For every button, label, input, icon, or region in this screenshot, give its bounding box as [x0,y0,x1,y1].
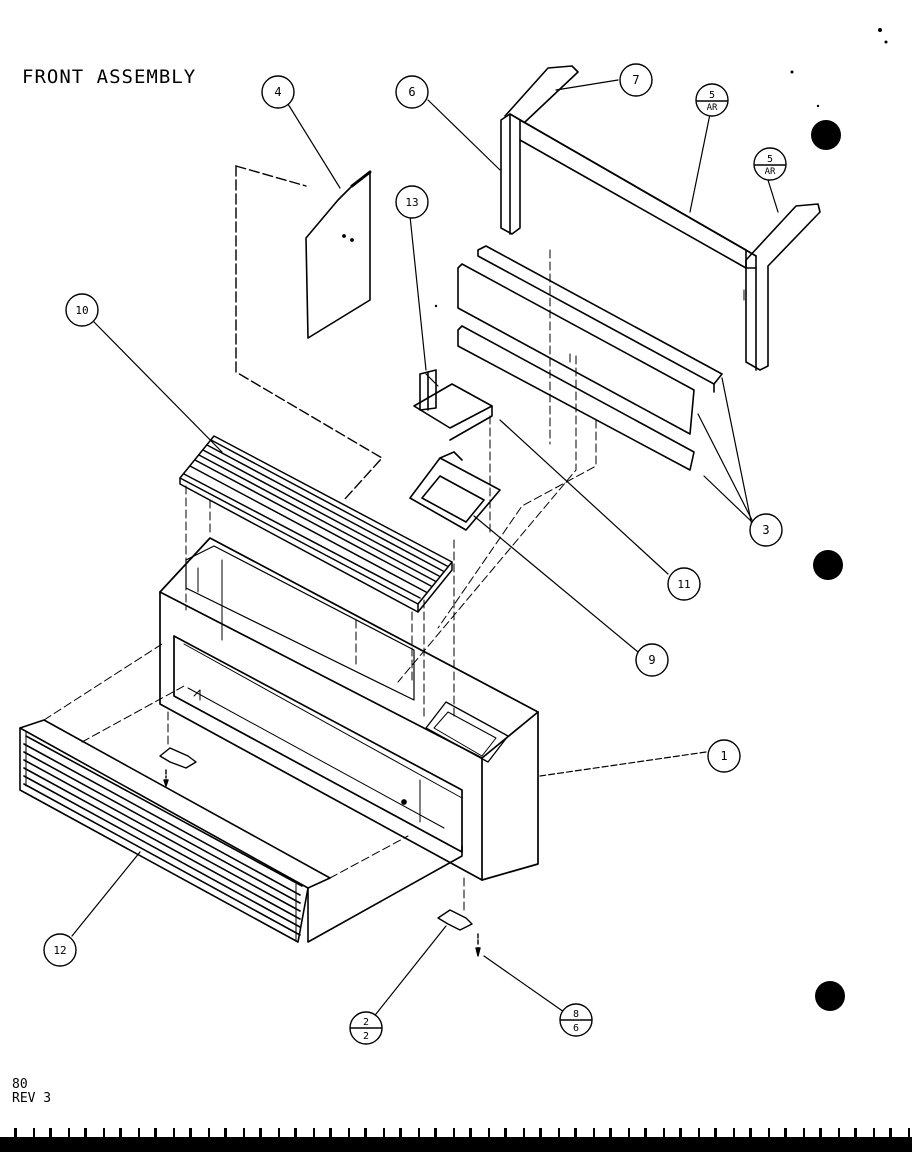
trim-strips-3 [397,245,723,683]
callout-5b-top-label: 5 [767,154,773,165]
callout-9 [635,643,669,677]
callout-13-label: 13 [405,196,418,209]
callout-4-label: 4 [274,85,281,99]
page-title: FRONT ASSEMBLY [22,66,197,88]
revision-label: REV 3 [12,1091,52,1106]
duct-9 [409,451,501,721]
callout-6-label: 6 [408,85,415,99]
top-grille-10 [179,435,453,681]
revision-footer: 80 REV 3 [12,1078,51,1106]
callout-4 [261,75,295,109]
cabinet-housing-1 [159,537,539,881]
callout-9-label: 9 [648,653,655,667]
callout-5-ar-right [753,147,787,181]
callout-5-ar-top [695,83,729,117]
callout-12 [43,933,77,967]
callout-1-label: 1 [720,749,727,763]
callout-5a-bottom-label: AR [707,103,718,113]
callout-10-label: 10 [75,304,88,317]
callout-11 [667,567,701,601]
callout-labels: 4 6 7 5 AR 5 AR 13 10 3 11 9 1 12 2 2 8 … [53,73,776,1042]
callout-8-bottom-label: 6 [573,1023,579,1034]
callout-10 [65,293,99,327]
callout-7 [619,63,653,97]
cover-plate-13 [413,369,493,535]
callout-11-label: 11 [677,578,690,591]
callout-3 [749,513,783,547]
callout-5b-bottom-label: AR [765,167,776,177]
scan-bottom-edge [0,1128,912,1152]
callout-1 [707,739,741,773]
leader-lines [71,79,779,1015]
binder-holes [811,120,845,1011]
binder-hole-middle [813,550,843,580]
callout-7-label: 7 [632,73,639,87]
callout-5a-top-label: 5 [709,90,715,101]
callout-balloons [43,63,787,1045]
callout-8-top-label: 8 [573,1009,579,1020]
panel-4 [235,165,383,501]
callout-2-bottom-label: 2 [363,1031,369,1042]
scan-specks [434,28,888,308]
binder-hole-top [811,120,841,150]
callout-3-label: 3 [762,523,769,537]
sheet-number: 80 [12,1077,28,1092]
callout-12-label: 12 [53,944,66,957]
callout-2-top-label: 2 [363,1017,369,1028]
top-frame [500,65,821,371]
front-grille-12 [19,643,463,943]
callout-6 [395,75,429,109]
clips-2 [159,711,481,957]
callout-13 [395,185,429,219]
binder-hole-bottom [815,981,845,1011]
